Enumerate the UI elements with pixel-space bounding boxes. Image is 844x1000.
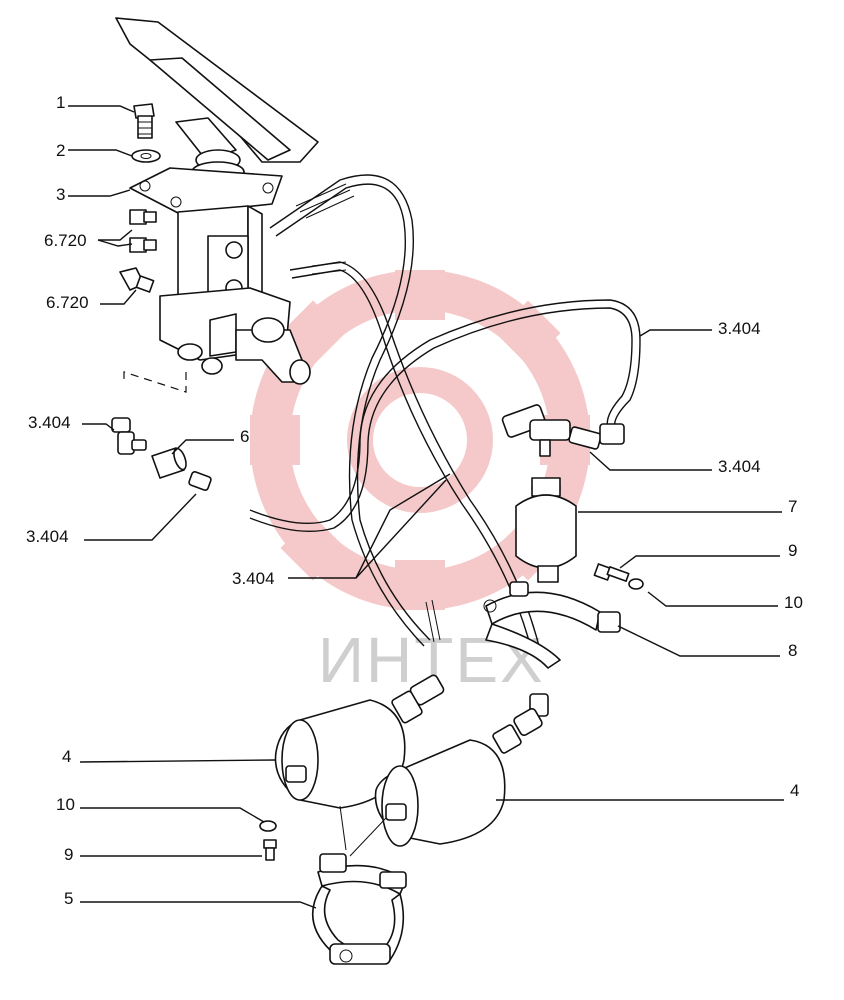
callout-3404-elbow: 3.404 [28,413,71,432]
bolt-part-1 [133,103,155,139]
hose-lines [249,174,641,653]
accumulator-part-4-left [274,699,406,809]
nipple-fitting-3404 [188,471,212,491]
callout-3404-top-right: 3.404 [718,319,761,338]
assembly-line [123,371,187,393]
callout-10-right: 10 [784,593,803,612]
callout-labels: 1 2 3 6.720 6.720 3.404 6 3.404 3.404 3.… [26,93,803,908]
tee-fitting-3404 [501,404,625,457]
callout-3: 3 [56,185,65,204]
callout-6: 6 [240,427,249,446]
elbow-fitting-3404 [111,417,147,455]
callout-5: 5 [64,889,73,908]
callout-9-right: 9 [788,541,797,560]
washer-part-10-left [259,820,277,832]
callout-7: 7 [788,497,797,516]
fitting-part-6720-lower [119,267,155,293]
callout-8: 8 [788,641,797,660]
clamp-part-8 [483,581,621,669]
sleeve-part-6 [151,447,187,479]
pedal-brake-valve [115,17,319,385]
callout-3404-tee: 3.404 [718,457,761,476]
bolt-part-9-left [263,839,277,861]
leader-lines [68,105,784,909]
washer-part-2 [131,149,161,163]
washer-part-10-right [628,578,644,590]
callout-10-left: 10 [56,795,75,814]
callout-4-right: 4 [790,781,799,800]
guide-line-left [339,805,347,851]
callout-6720-lower: 6.720 [46,293,89,312]
callout-1: 1 [56,93,65,112]
accumulator-part-4-right [374,739,506,847]
accumulator-part-7 [515,477,577,583]
callout-2: 2 [56,141,65,160]
clamp-part-5 [311,853,407,965]
callout-4-left: 4 [62,747,71,766]
guide-line-right [349,817,387,857]
callout-6720-upper: 6.720 [44,231,87,250]
callout-3404-nipple: 3.404 [26,527,69,546]
bolt-part-9-right [593,563,630,582]
fitting-part-6720-upper [129,209,157,253]
callout-3404-pipes: 3.404 [232,569,275,588]
callout-9-left: 9 [64,845,73,864]
accumulator-fittings [391,674,549,754]
